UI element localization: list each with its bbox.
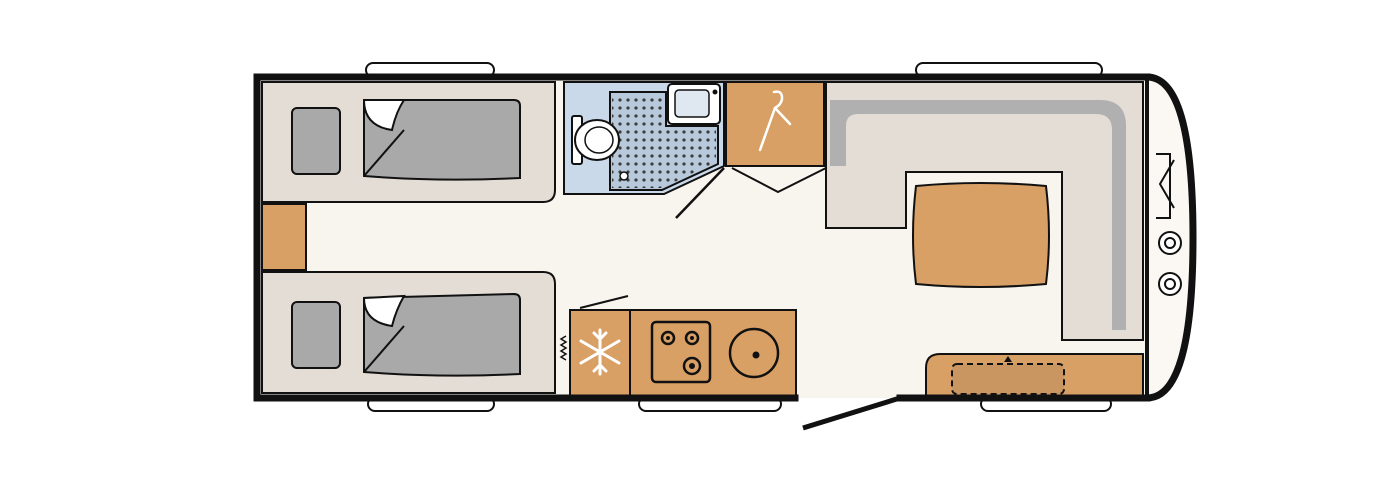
single-bed-bottom [261,271,556,394]
u-lounge [825,81,1144,341]
folded-blanket [362,99,406,177]
hanger-icon [758,90,792,152]
pillow [291,301,341,369]
gas-bottle-icon [1158,272,1182,296]
bedside-cabinet [261,203,307,271]
cabinet-hatch [951,363,1065,395]
kitchen [559,295,797,397]
front-cabinet [925,353,1144,397]
gas-bottle-icon [1158,231,1182,255]
shower-drain [619,171,629,181]
snowflake-icon [579,328,621,376]
entry-door [802,395,901,431]
sink-icon [728,327,780,379]
bathroom [563,81,725,195]
front-locker [1156,153,1182,296]
pillow [291,107,341,175]
fridge-vent [559,335,568,361]
wash-basin-icon [667,83,721,125]
mattress [363,99,521,181]
kitchen-counter-edge [579,295,629,309]
window-icon [1156,153,1171,219]
mattress [363,292,521,377]
outer-walls [253,73,1197,402]
fridge [559,295,629,376]
dining-table [912,182,1050,288]
bathroom-door [675,167,725,219]
single-bed-top [261,81,556,203]
wardrobe [725,81,825,167]
toilet-icon [571,115,620,165]
wardrobe-doors [731,167,827,194]
hob-burners-icon [650,320,712,384]
folded-blanket [362,294,406,373]
